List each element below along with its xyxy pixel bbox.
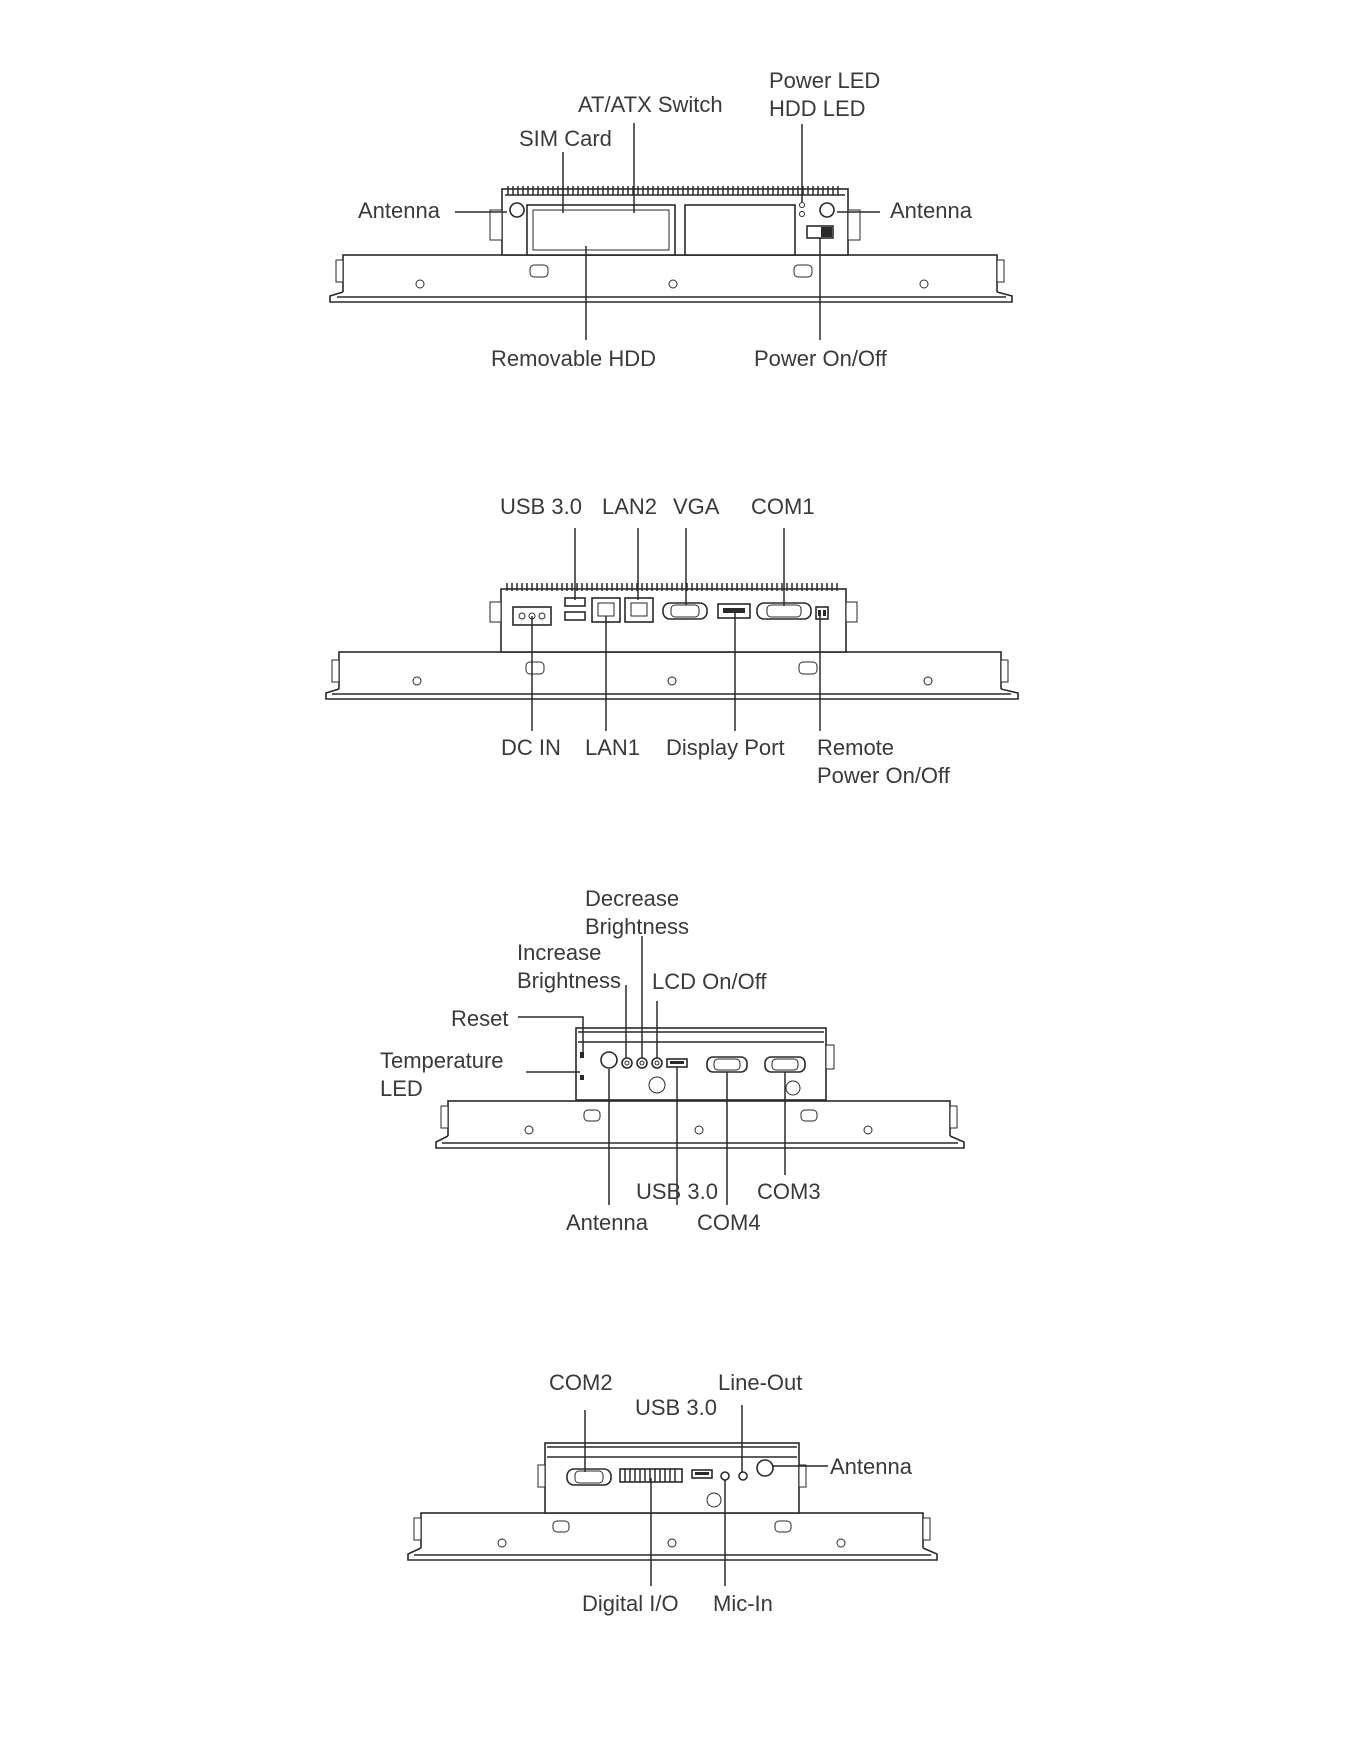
side-left-temperature-label-1: Temperature bbox=[380, 1048, 504, 1073]
top-sim-card-label: SIM Card bbox=[519, 126, 612, 151]
side-left-leaders bbox=[518, 936, 786, 1205]
top-removable-hdd-label: Removable HDD bbox=[491, 346, 656, 371]
side-left-decrease-label-1: Decrease bbox=[585, 886, 679, 911]
side-right-leaders bbox=[584, 1405, 828, 1586]
bottom-dc-in-label: DC IN bbox=[501, 735, 561, 760]
side-left-view: Decrease Brightness Increase Brightness … bbox=[380, 886, 965, 1235]
side-left-lcd-on-off-label: LCD On/Off bbox=[652, 969, 767, 994]
top-antenna-left-label: Antenna bbox=[358, 198, 441, 223]
side-right-view: COM2 USB 3.0 Line-Out Antenna Digital I/… bbox=[407, 1370, 938, 1616]
side-left-increase-label-2: Brightness bbox=[517, 968, 621, 993]
top-power-led-label: Power LED bbox=[769, 68, 880, 93]
bottom-lan1-label: LAN1 bbox=[585, 735, 640, 760]
side-right-digital-io-label: Digital I/O bbox=[582, 1591, 679, 1616]
bottom-vga-label: VGA bbox=[673, 494, 720, 519]
top-antenna-right-label: Antenna bbox=[890, 198, 973, 223]
side-right-antenna-label: Antenna bbox=[830, 1454, 913, 1479]
top-view-leaders bbox=[455, 123, 880, 340]
bottom-usb30-label: USB 3.0 bbox=[500, 494, 582, 519]
side-left-antenna-label: Antenna bbox=[566, 1210, 649, 1235]
side-right-com2-label: COM2 bbox=[549, 1370, 613, 1395]
bottom-view: USB 3.0 LAN2 VGA COM1 DC IN LAN1 Display… bbox=[325, 494, 1019, 788]
top-at-atx-switch-label: AT/ATX Switch bbox=[578, 92, 723, 117]
side-right-usb30-label: USB 3.0 bbox=[635, 1395, 717, 1420]
bottom-remote-power-label-2: Power On/Off bbox=[817, 763, 951, 788]
top-power-on-off-label: Power On/Off bbox=[754, 346, 888, 371]
side-left-decrease-label-2: Brightness bbox=[585, 914, 689, 939]
side-left-usb30-label: USB 3.0 bbox=[636, 1179, 718, 1204]
side-left-temperature-label-2: LED bbox=[380, 1076, 423, 1101]
bottom-view-drawing bbox=[325, 583, 1019, 700]
bottom-com1-label: COM1 bbox=[751, 494, 815, 519]
bottom-remote-power-label-1: Remote bbox=[817, 735, 894, 760]
top-view: Antenna SIM Card AT/ATX Switch Power LED… bbox=[329, 68, 1013, 371]
side-right-line-out-label: Line-Out bbox=[718, 1370, 802, 1395]
bottom-lan2-label: LAN2 bbox=[602, 494, 657, 519]
side-right-mic-in-label: Mic-In bbox=[713, 1591, 773, 1616]
side-left-increase-label-1: Increase bbox=[517, 940, 601, 965]
top-view-drawing bbox=[329, 186, 1013, 303]
side-left-com3-label: COM3 bbox=[757, 1179, 821, 1204]
bottom-display-port-label: Display Port bbox=[666, 735, 785, 760]
side-left-reset-label: Reset bbox=[451, 1006, 508, 1031]
side-left-drawing bbox=[435, 1027, 965, 1149]
top-hdd-led-label: HDD LED bbox=[769, 96, 866, 121]
side-left-com4-label: COM4 bbox=[697, 1210, 761, 1235]
bottom-view-leaders bbox=[531, 528, 821, 731]
side-right-drawing bbox=[407, 1442, 938, 1561]
